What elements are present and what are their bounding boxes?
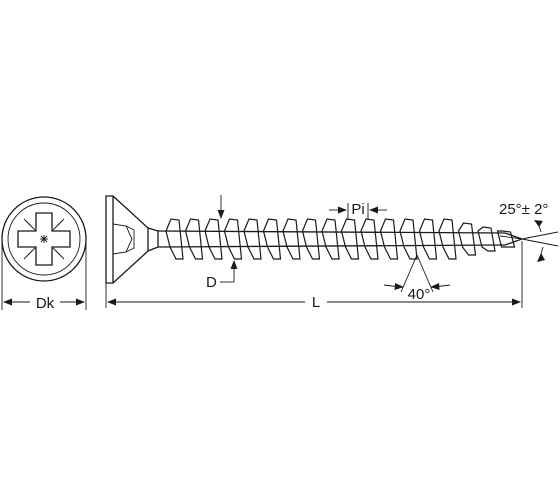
thread-crest <box>340 218 360 260</box>
thread-crest <box>438 218 457 260</box>
thread-crest <box>204 218 223 260</box>
thread-crest <box>184 218 204 260</box>
screw-side-view <box>105 195 524 284</box>
tip-angle-label: 25°± 2° <box>499 201 548 218</box>
l-dimension: L <box>105 241 523 311</box>
thread-crest <box>301 218 321 260</box>
thread-crest <box>379 218 399 260</box>
thread-crest <box>282 218 301 260</box>
thread-crest <box>399 218 418 260</box>
tip-angle-dimension: 25°± 2° <box>499 201 559 262</box>
thread-crest <box>418 218 438 260</box>
d-dimension: D <box>206 195 238 291</box>
thread-crest <box>457 222 477 256</box>
thread-crest <box>223 218 243 260</box>
thread-crest <box>165 218 184 260</box>
thread-crests <box>165 218 516 260</box>
thread-crest <box>321 218 340 260</box>
thread-crest <box>360 218 379 260</box>
pi-label: Pi <box>351 201 364 218</box>
dk-dimension: Dk <box>1 239 87 312</box>
thread-crest <box>243 218 262 260</box>
l-label: L <box>312 294 320 311</box>
head-top-view <box>1 196 87 282</box>
d-label: D <box>206 274 217 291</box>
pi-dimension: Pi <box>329 201 387 220</box>
thread-angle-dimension: 40° <box>383 254 451 303</box>
thread-crest <box>262 218 282 260</box>
thread-angle-label: 40° <box>408 286 431 303</box>
thread-crest <box>477 226 496 252</box>
dk-label: Dk <box>36 295 55 312</box>
